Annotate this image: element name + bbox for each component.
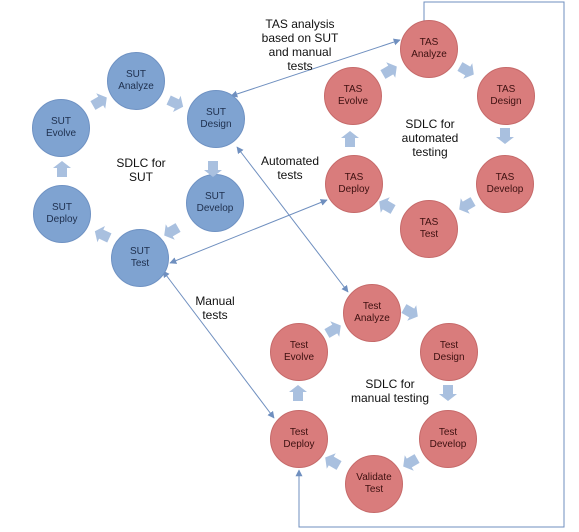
label-line-1: Automated (260, 154, 320, 168)
sut-analyze-node: SUT Analyze (107, 52, 165, 110)
label-line-2: tests (202, 308, 228, 322)
label-line-1: Manual (195, 294, 235, 308)
tas-evolve-node: TAS Evolve (324, 67, 382, 125)
node-line-1: TAS (344, 172, 364, 183)
test-analyze-node: Test Analyze (343, 284, 401, 342)
node-line-2: Deploy (283, 439, 315, 450)
tas-develop-node: TAS Develop (476, 155, 534, 213)
node-line-2: Test (364, 484, 384, 495)
node-line-1: TAS (419, 37, 439, 48)
node-line-1: SUT (51, 116, 71, 127)
node-line-1: TAS (343, 84, 363, 95)
manual-cycle-label: SDLC for manual testing (335, 377, 445, 405)
node-line-1: Test (362, 301, 382, 312)
node-line-2: Design (433, 352, 465, 363)
label-line-3: testing (412, 145, 448, 159)
node-line-2: Design (490, 96, 522, 107)
node-line-1: TAS (495, 172, 515, 183)
node-line-2: Evolve (45, 128, 76, 139)
node-line-1: Test (289, 340, 309, 351)
sut-test-node: SUT Test (111, 229, 169, 287)
node-line-2: Analyze (354, 313, 390, 324)
tas-cycle-label: SDLC for automated testing (395, 117, 465, 159)
node-line-2: Develop (196, 203, 234, 214)
node-line-1: SUT (130, 246, 150, 257)
node-line-2: Evolve (283, 352, 314, 363)
label-line-1: SDLC for (116, 156, 166, 170)
node-line-2: Deploy (46, 214, 78, 225)
label-line-2: tests (277, 168, 303, 182)
label-line-1: SDLC for (405, 117, 455, 131)
node-line-2: Evolve (337, 96, 368, 107)
manual-tests-connector (162, 270, 275, 419)
node-line-2: Analyze (118, 81, 154, 92)
sut-evolve-node: SUT Evolve (32, 99, 90, 157)
node-line-2: Design (200, 119, 232, 130)
automated-tests-label: Automated tests (255, 154, 325, 182)
test-deploy-node: Test Deploy (270, 410, 328, 468)
tas-design-node: TAS Design (477, 67, 535, 125)
label-line-2: SUT (129, 170, 153, 184)
node-line-1: Test (438, 427, 458, 438)
test-develop-node: Test Develop (419, 410, 477, 468)
label-line-4: tests (287, 59, 313, 73)
manual-tests-label: Manual tests (185, 294, 245, 322)
tas-analysis-label: TAS analysis based on SUT and manual tes… (250, 17, 350, 73)
node-line-1: TAS (419, 217, 439, 228)
label-line-2: automated (401, 131, 459, 145)
sut-cycle-label: SDLC for SUT (101, 156, 181, 184)
node-line-2: Test (130, 258, 150, 269)
node-line-2: Analyze (411, 49, 447, 60)
label-line-1: TAS analysis (265, 17, 335, 31)
label-line-3: and manual (268, 45, 332, 59)
node-line-2: Develop (486, 184, 524, 195)
node-line-1: SUT (205, 191, 225, 202)
node-line-1: SUT (52, 202, 72, 213)
node-line-1: Test (439, 340, 459, 351)
node-line-1: TAS (496, 84, 516, 95)
sut-develop-node: SUT Develop (186, 174, 244, 232)
label-line-2: manual testing (350, 391, 430, 405)
node-line-2: Test (419, 229, 439, 240)
node-line-2: Deploy (338, 184, 370, 195)
tas-analysis-connector (230, 38, 401, 98)
label-line-1: SDLC for (365, 377, 415, 391)
label-line-2: based on SUT (261, 31, 339, 45)
sut-deploy-node: SUT Deploy (33, 185, 91, 243)
node-line-1: SUT (206, 107, 226, 118)
feedback-loop-connector (295, 1, 565, 528)
node-line-1: Test (289, 427, 309, 438)
node-line-1: SUT (126, 69, 146, 80)
tas-analyze-node: TAS Analyze (400, 20, 458, 78)
tas-test-node: TAS Test (400, 200, 458, 258)
node-line-1: Validate (356, 472, 392, 483)
test-design-node: Test Design (420, 323, 478, 381)
sut-design-to-test-analyze-connector (236, 146, 349, 293)
validate-test-node: Validate Test (345, 455, 403, 513)
sut-design-node: SUT Design (187, 90, 245, 148)
tas-deploy-node: TAS Deploy (325, 155, 383, 213)
node-line-2: Develop (429, 439, 467, 450)
test-evolve-node: Test Evolve (270, 323, 328, 381)
